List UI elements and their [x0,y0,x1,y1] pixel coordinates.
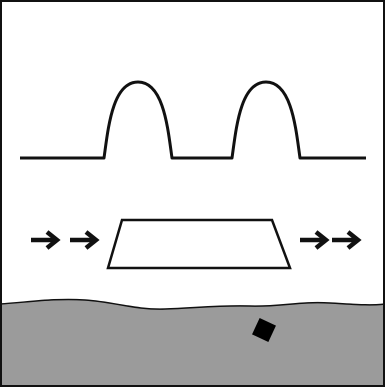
left-arrow-group [31,230,100,250]
pulse-waveform [20,80,366,160]
right-arrow-icon [332,230,362,250]
right-arrow-icon [300,230,330,250]
ground-region [0,298,385,387]
right-arrow-icon [70,230,100,250]
embedded-block [252,318,276,342]
right-arrow-group [300,230,362,250]
right-arrow-icon [31,230,61,250]
trapezoid-shape [106,218,292,270]
